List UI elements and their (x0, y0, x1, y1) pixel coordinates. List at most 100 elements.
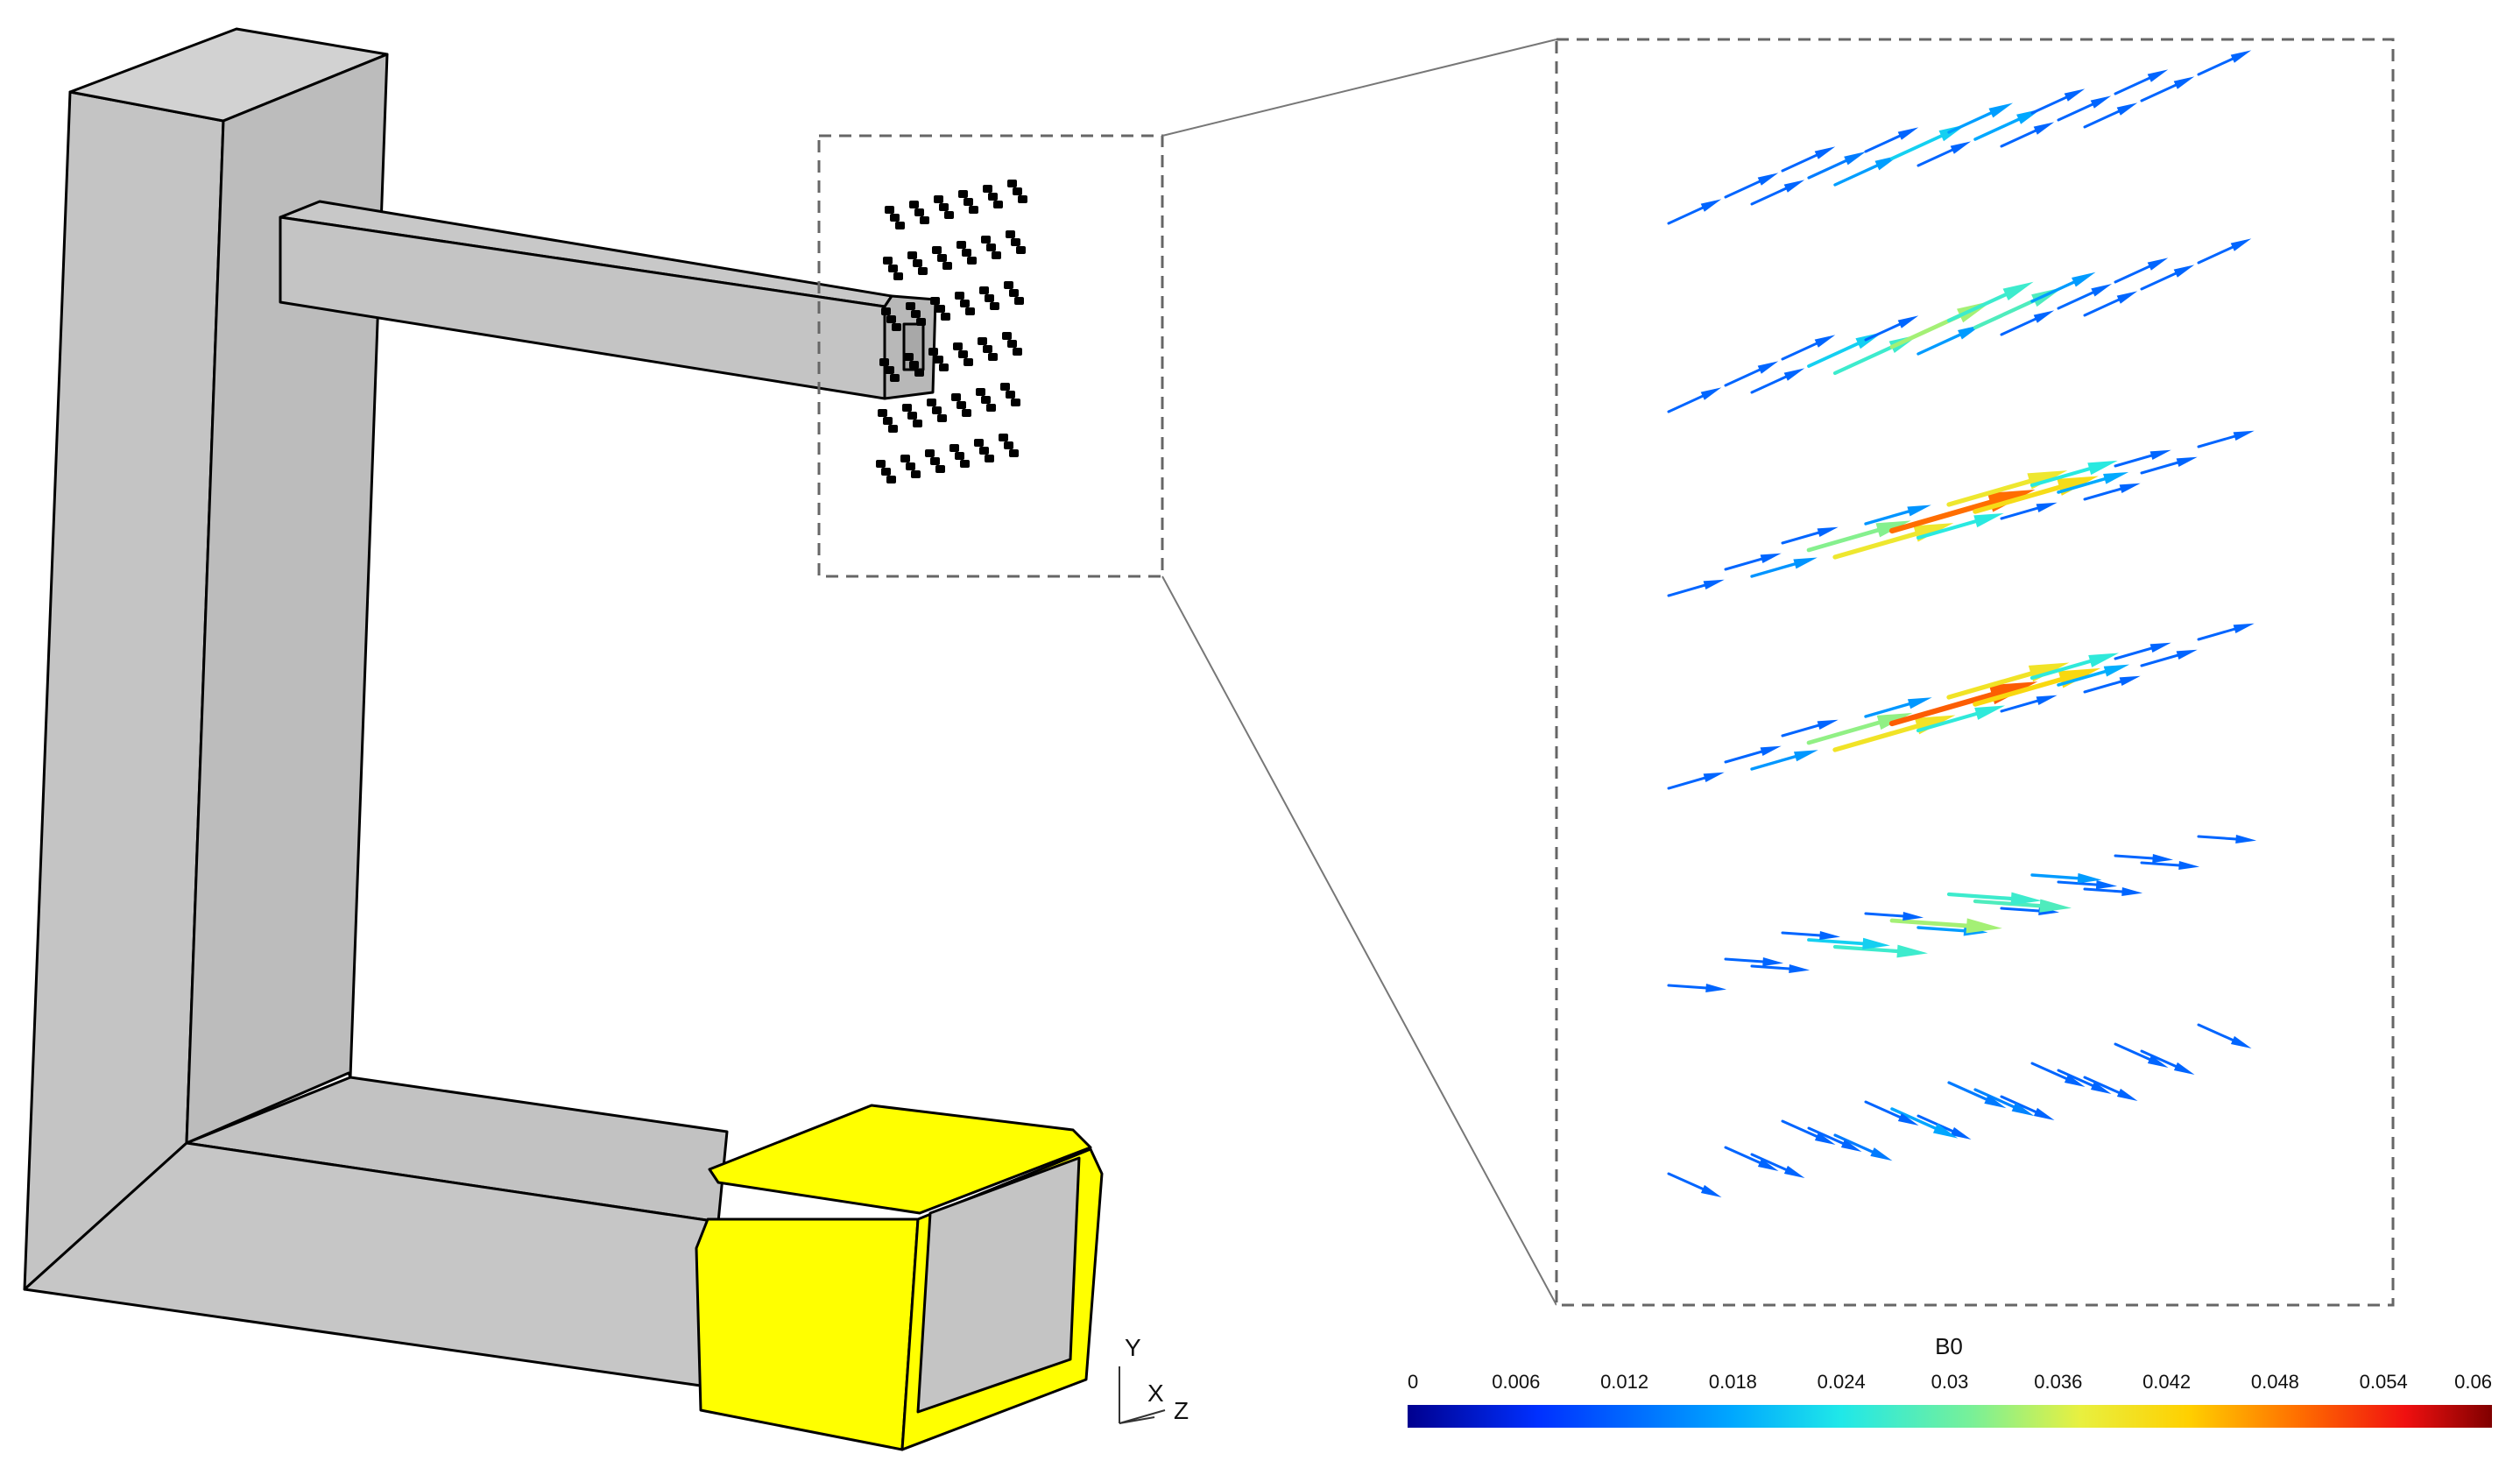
probe-point (1011, 399, 1020, 406)
probe-point (1013, 348, 1022, 356)
colorbar-tick-label: 0.018 (1709, 1371, 1757, 1393)
field-vector-head (1789, 963, 1811, 973)
probe-point (1013, 187, 1022, 195)
probe-point (892, 323, 901, 331)
field-vector-head (1902, 911, 1924, 921)
field-vector-head (1705, 983, 1727, 992)
zoom-connector-bottom (1161, 575, 1557, 1306)
probe-point (911, 470, 921, 478)
colorbar-tick-label: 0.006 (1492, 1371, 1540, 1393)
triad-z-axis (1119, 1416, 1155, 1424)
probe-point (983, 185, 992, 193)
probe-point (886, 476, 896, 483)
colorbar-tick-label: 0.054 (2360, 1371, 2408, 1393)
probe-point (916, 318, 926, 326)
probe-point (907, 251, 917, 259)
field-vector-head (2147, 1055, 2169, 1069)
field-vector-head (2091, 283, 2113, 297)
field-vector-head (1762, 956, 1784, 966)
probe-point (1014, 297, 1024, 305)
probe-point (985, 294, 994, 302)
field-vector-head (1984, 1095, 2007, 1109)
probe-point (1009, 289, 1019, 297)
probe-point (964, 358, 973, 366)
probe-point (960, 460, 970, 468)
probe-point (939, 363, 949, 371)
field-vector-head (1757, 173, 1779, 186)
triad-y-label: Y (1125, 1334, 1141, 1361)
triad-x-label: X (1147, 1380, 1164, 1407)
probe-point (900, 455, 910, 462)
probe-point (932, 246, 942, 254)
field-vector-head (2178, 860, 2200, 870)
probe-point (1004, 441, 1013, 449)
probe-point (913, 259, 922, 267)
field-vector-head (2116, 291, 2138, 304)
probe-point (881, 307, 891, 315)
field-vector-head (1700, 387, 1722, 400)
probe-point (935, 305, 945, 313)
field-vector-head (2233, 430, 2255, 441)
field-vector-head (2039, 899, 2072, 913)
probe-point (965, 307, 975, 315)
probe-point (895, 222, 905, 229)
probe-point (881, 468, 891, 476)
probe-point (906, 302, 915, 310)
probe-point (1007, 340, 1017, 348)
probe-point (878, 409, 887, 417)
probe-point (988, 353, 998, 361)
field-vector-head (2033, 1107, 2055, 1121)
field-vector-head (2235, 834, 2257, 843)
field-vector-head (1817, 526, 1839, 538)
field-vector-head (2173, 1062, 2195, 1076)
probe-point (1011, 238, 1020, 246)
field-vector-head (1793, 750, 1818, 762)
field-vector-head (2119, 675, 2141, 687)
colorbar-tick-label: 0.012 (1600, 1371, 1648, 1393)
probe-point (932, 406, 942, 414)
field-vector-head (2088, 653, 2120, 667)
field-vector-head (1897, 1112, 1919, 1126)
field-vector-head (2033, 310, 2055, 323)
field-vector-head (2152, 853, 2174, 863)
probe-point (1002, 332, 1012, 340)
probe-point (956, 241, 966, 249)
probe-point (960, 300, 970, 307)
field-vector-head (2230, 238, 2252, 251)
field-vector-head (1897, 315, 1919, 328)
field-vector-head (2064, 88, 2086, 102)
field-vector-head (2072, 272, 2096, 287)
probe-point (913, 420, 922, 427)
field-vector-head (1966, 918, 2002, 934)
axes-triad: Y X Z (1119, 1334, 1189, 1424)
field-vector-head (1760, 553, 1782, 564)
probe-point (914, 208, 924, 216)
probe-point (937, 414, 947, 422)
probe-point (883, 417, 893, 425)
field-vector-head (1814, 335, 1836, 348)
probe-point (964, 198, 973, 206)
field-vector-head (2230, 50, 2252, 63)
probe-point (976, 388, 985, 396)
field-vector-head (2147, 258, 2169, 271)
probe-point (893, 272, 903, 280)
probe-point (949, 444, 959, 452)
probe-point (935, 465, 945, 473)
colorbar-tick-label: 0.024 (1818, 1371, 1866, 1393)
field-vector-head (1907, 697, 1932, 709)
probe-point (939, 203, 949, 211)
duct-column-side (185, 53, 389, 1145)
field-vector-head (2090, 95, 2112, 109)
probe-point (999, 434, 1008, 441)
probe-point (986, 404, 996, 412)
field-vector-head (2173, 76, 2195, 89)
probe-point (890, 214, 900, 222)
field-vector-head (2176, 649, 2198, 660)
probe-point (944, 211, 954, 219)
probe-point (934, 195, 943, 203)
probe-point (983, 345, 992, 353)
field-vector-head (2147, 69, 2169, 82)
field-vector-head (2036, 502, 2058, 513)
probe-point (883, 257, 893, 265)
